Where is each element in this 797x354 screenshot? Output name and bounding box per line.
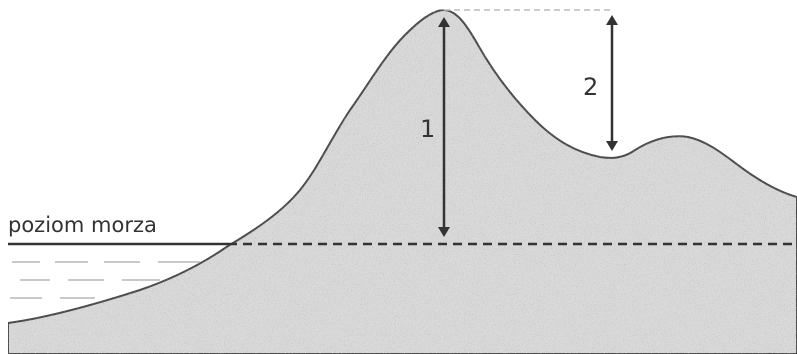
mountain-terrain	[7, 8, 797, 354]
absolute-height-number: 1	[420, 115, 435, 143]
relative-height-number: 2	[583, 73, 598, 101]
sea-level-label: poziom morza	[8, 213, 157, 237]
